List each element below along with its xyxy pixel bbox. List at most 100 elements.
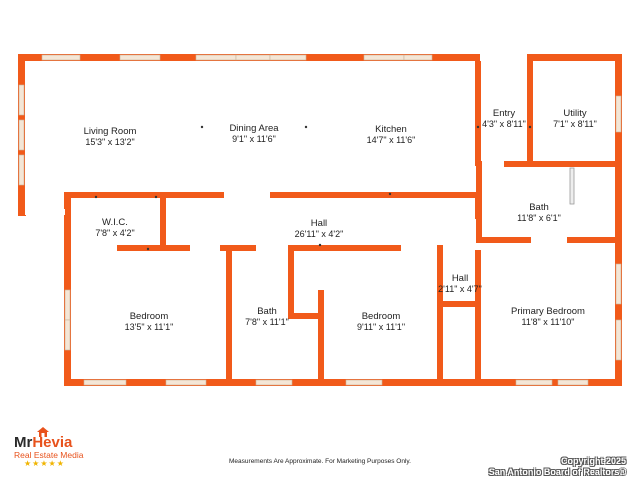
window	[41, 54, 81, 61]
door-mark	[528, 125, 532, 129]
wall-right	[615, 54, 622, 386]
opening	[480, 54, 527, 61]
wall-entry-left	[475, 54, 481, 166]
wall-bath-bottom-b	[567, 237, 622, 243]
room-hall-main: Hall 26'11" x 4'2"	[295, 218, 344, 240]
wall-bedroom-mid-left	[318, 290, 324, 385]
house-icon	[37, 427, 49, 437]
wall-primary-left	[475, 250, 481, 385]
wall-wic-bottom	[117, 245, 190, 251]
logo-name-b: Hevia	[32, 434, 73, 451]
openings	[25, 54, 527, 215]
window	[119, 54, 161, 61]
room-name: Entry	[492, 108, 516, 119]
brand-logo: MrHevia Real Estate Media ★★★★★	[14, 426, 104, 470]
room-dims: 9'11" x 11'1"	[356, 322, 406, 332]
window	[64, 289, 71, 321]
room-name: Bath	[529, 202, 549, 213]
copyright-line-1: Copyright 2025	[560, 456, 626, 466]
window	[235, 54, 271, 61]
window	[18, 119, 25, 151]
window	[363, 54, 405, 61]
window	[18, 154, 25, 186]
copyright-line-2: San Antonio Board of Realtors®	[488, 467, 626, 477]
window	[615, 95, 622, 133]
window	[557, 379, 589, 386]
room-dims: 2'11" x 4'7"	[438, 284, 482, 294]
opening	[224, 192, 270, 198]
door-marks	[94, 125, 532, 251]
room-name: Hall	[451, 273, 469, 284]
window	[83, 379, 127, 386]
room-dims: 13'5" x 11'1"	[124, 322, 174, 332]
door-mark	[200, 125, 204, 129]
room-dims: 14'7" x 11'6"	[366, 135, 416, 145]
room-name: Primary Bedroom	[511, 306, 585, 317]
wall-hall-bottom-a	[220, 245, 256, 251]
window	[255, 379, 293, 386]
logo-name-a: Mr	[14, 434, 33, 451]
room-name: Dining Area	[229, 123, 279, 134]
room-bath-mid: Bath 7'8" x 11'1"	[245, 306, 289, 328]
room-hall-small: Hall 2'11" x 4'7"	[438, 273, 482, 295]
windows	[18, 54, 622, 386]
wall-hall-bottom-b	[288, 245, 401, 251]
room-bedroom-left: Bedroom 13'5" x 11'1"	[125, 311, 174, 333]
room-dims: 7'8" x 11'1"	[245, 317, 289, 327]
room-dims: 15'3" x 13'2"	[85, 137, 135, 147]
copyright-notice: Copyright 2025 San Antonio Board of Real…	[489, 456, 626, 478]
window	[269, 54, 307, 61]
disclaimer: Measurements Are Approximate. For Market…	[229, 458, 411, 465]
wall-bath-mid-step	[288, 313, 324, 319]
wall-left-lower	[64, 192, 71, 385]
wall-bath-mid-left	[226, 245, 232, 385]
logo-stars: ★★★★★	[24, 459, 65, 468]
room-dims: 9'1" x 11'6"	[232, 134, 276, 144]
wall-bath-mid-right	[288, 245, 294, 317]
room-dims: 7'8" x 4'2"	[95, 228, 135, 238]
room-kitchen: Kitchen 14'7" x 11'6"	[367, 124, 416, 146]
opening	[25, 209, 65, 215]
door-mark	[388, 192, 392, 196]
window	[403, 54, 433, 61]
wall-left-stub	[18, 209, 26, 216]
room-bath-top: Bath 11'8" x 6'1"	[517, 202, 561, 224]
window	[615, 263, 622, 305]
wall-bath-bottom-a	[476, 237, 531, 243]
room-primary-bedroom: Primary Bedroom 11'8" x 11'10"	[511, 306, 585, 328]
room-name: Bath	[257, 306, 277, 317]
room-wic: W.I.C. 7'8" x 4'2"	[95, 217, 134, 239]
door-mark	[146, 247, 150, 251]
window	[165, 379, 207, 386]
wall-step-left	[64, 192, 224, 198]
room-dining-area: Dining Area 9'1" x 11'6"	[229, 123, 278, 145]
window	[18, 84, 25, 116]
room-dims: 26'11" x 4'2"	[294, 229, 344, 239]
door-mark	[94, 195, 98, 199]
wall-wic-right	[160, 197, 166, 250]
door-mark	[476, 125, 480, 129]
room-dims: 11'8" x 11'10"	[521, 317, 575, 327]
room-name: Hall	[310, 218, 328, 229]
door-mark	[154, 195, 158, 199]
room-name: Kitchen	[375, 124, 407, 135]
window	[345, 379, 383, 386]
wall-entry-right	[527, 54, 533, 166]
room-dims: 7'1" x 8'11"	[553, 119, 597, 129]
door-mark	[304, 125, 308, 129]
room-name: W.I.C.	[102, 217, 128, 228]
wall-entry-bottom	[504, 161, 622, 167]
wall-bottom	[64, 379, 622, 386]
wall-bedroom-mid-right	[437, 245, 443, 385]
room-utility: Utility 7'1" x 8'11"	[553, 108, 597, 130]
window	[64, 319, 71, 351]
room-living-room: Living Room 15'3" x 13'2"	[84, 126, 137, 148]
room-bedroom-mid: Bedroom 9'11" x 11'1"	[357, 311, 405, 333]
logo-tagline: Real Estate Media	[14, 450, 84, 460]
room-dims: 11'8" x 6'1"	[517, 213, 561, 223]
window	[515, 379, 553, 386]
wall-primary-left-top	[475, 197, 481, 219]
wall-top-right	[527, 54, 622, 61]
wall-step-right	[270, 192, 480, 198]
